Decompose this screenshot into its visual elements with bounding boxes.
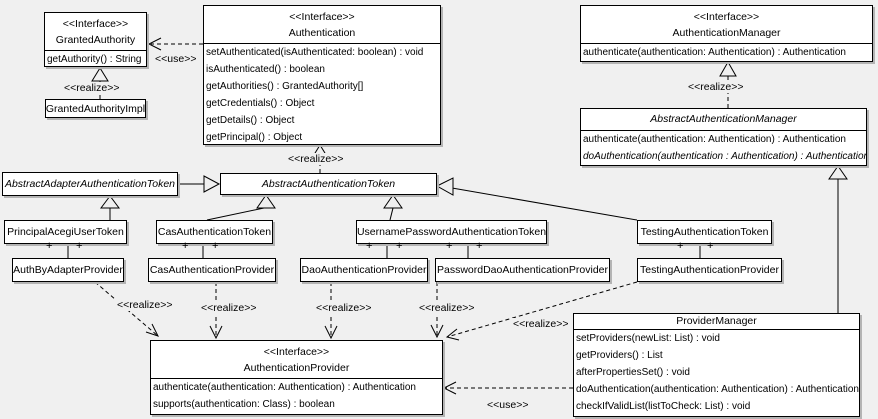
class-name: AuthenticationManager — [672, 27, 781, 39]
generalization-usernamepassword-abstracttoken — [383, 194, 403, 221]
class-cas-authentication-provider[interactable]: CasAuthenticationProvider — [148, 258, 276, 282]
multiplicity-label: + — [707, 240, 714, 252]
use-label: <<use>> — [486, 399, 530, 411]
methods-compartment: authenticate(authentication: Authenticat… — [581, 131, 866, 165]
multiplicity-label: + — [76, 240, 83, 252]
generalization-principal-abstractadapter — [100, 195, 120, 220]
class-name: PasswordDaoAuthenticationProvider — [436, 264, 608, 276]
method: getAuthority() : String — [47, 54, 142, 65]
realize-label: <<realize>> — [63, 82, 121, 94]
method: getAuthorities() : GrantedAuthority[] — [206, 81, 364, 92]
methods-compartment: authenticate(authentication: Authenticat… — [581, 44, 872, 61]
method: doAuthentication(authentication: Authent… — [576, 384, 859, 395]
realize-label: <<realize>> — [418, 302, 476, 314]
realize-passworddao-authenticationprovider — [430, 282, 444, 339]
multiplicity-label: + — [677, 240, 684, 252]
realize-label: <<realize>> — [200, 302, 258, 314]
methods-compartment: authenticate(authentication: Authenticat… — [151, 379, 442, 413]
class-authentication[interactable]: <<Interface>> Authentication setAuthenti… — [203, 5, 441, 145]
realize-label: <<realize>> — [315, 302, 373, 314]
class-name: AbstractAuthenticationManager — [581, 109, 866, 131]
use-authentication-grantedauthority — [147, 37, 203, 51]
realize-label: <<realize>> — [687, 81, 745, 93]
generalization-testing-abstracttoken — [435, 177, 638, 221]
method: getPrincipal() : Object — [206, 132, 303, 143]
class-abstract-adapter-authentication-token[interactable]: AbstractAdapterAuthenticationToken — [2, 172, 178, 196]
stereotype-label: <<Interface>> — [693, 11, 760, 23]
class-title: <<Interface>> AuthenticationProvider — [151, 341, 442, 379]
method: authenticate(authentication: Authenticat… — [583, 134, 846, 145]
generalization-abstractadapter-abstracttoken — [178, 175, 221, 193]
realize-authbyadapter-authenticationprovider — [94, 281, 159, 337]
class-name: Authentication — [288, 27, 356, 39]
method: getCredentials() : Object — [206, 98, 315, 109]
class-name: TestingAuthenticationToken — [640, 226, 769, 238]
multiplicity-label: + — [396, 240, 403, 252]
use-label: <<use>> — [154, 53, 198, 65]
class-name: CasAuthenticationToken — [157, 226, 272, 238]
class-name: UsernamePasswordAuthenticationToken — [357, 226, 546, 238]
class-testing-authentication-token[interactable]: TestingAuthenticationToken — [637, 220, 772, 244]
method: setProviders(newList: List) : void — [576, 333, 720, 344]
class-title: <<Interface>> AuthenticationManager — [581, 6, 872, 44]
class-name: GrantedAuthority — [55, 34, 136, 46]
stereotype-label: <<Interface>> — [289, 11, 355, 23]
methods-compartment: setAuthenticated(isAuthenticated: boolea… — [204, 44, 440, 146]
class-granted-authority[interactable]: <<Interface>> GrantedAuthority getAuthor… — [44, 12, 147, 67]
realize-label: <<realize>> — [116, 299, 174, 311]
realize-label: <<realize>> — [512, 318, 570, 330]
method: supports(authentication: Class) : boolea… — [153, 399, 335, 410]
class-testing-authentication-provider[interactable]: TestingAuthenticationProvider — [637, 258, 782, 282]
multiplicity-label: + — [446, 240, 453, 252]
class-name: AuthenticationProvider — [243, 362, 350, 374]
class-abstract-authentication-token[interactable]: AbstractAuthenticationToken — [220, 173, 437, 195]
method: getDetails() : Object — [206, 115, 295, 126]
class-password-dao-authentication-provider[interactable]: PasswordDaoAuthenticationProvider — [435, 258, 610, 282]
class-name: AbstractAdapterAuthenticationToken — [4, 178, 176, 190]
realize-label: <<realize>> — [287, 153, 345, 165]
class-name: PrincipalAcegiUserToken — [7, 226, 124, 238]
class-username-password-authentication-token[interactable]: UsernamePasswordAuthenticationToken — [356, 220, 547, 244]
class-name: CasAuthenticationProvider — [149, 264, 275, 276]
method: authenticate(authentication: Authenticat… — [153, 382, 416, 393]
multiplicity-label: + — [46, 240, 53, 252]
stereotype-label: <<Interface>> — [263, 346, 330, 358]
method: afterPropertiesSet() : void — [576, 367, 690, 378]
method: getProviders() : List — [576, 350, 663, 361]
class-name: AuthByAdapterProvider — [13, 264, 123, 276]
class-authentication-manager[interactable]: <<Interface>> AuthenticationManager auth… — [580, 5, 873, 62]
class-auth-by-adapter-provider[interactable]: AuthByAdapterProvider — [12, 258, 124, 282]
class-title: <<Interface>> GrantedAuthority — [45, 13, 146, 51]
class-principal-acegi-user-token[interactable]: PrincipalAcegiUserToken — [4, 220, 127, 244]
methods-compartment: setProviders(newList: List) : void getPr… — [574, 330, 859, 415]
class-abstract-authentication-manager[interactable]: AbstractAuthenticationManager authentica… — [580, 108, 867, 166]
method: isAuthenticated() : boolean — [206, 64, 325, 75]
class-name: ProviderManager — [574, 314, 859, 330]
methods-compartment: getAuthority() : String — [45, 51, 146, 68]
generalization-cas-abstracttoken — [206, 194, 276, 221]
class-provider-manager[interactable]: ProviderManager setProviders(newList: Li… — [573, 313, 860, 417]
multiplicity-label: + — [366, 240, 373, 252]
use-providermanager-authenticationprovider — [442, 381, 573, 395]
multiplicity-label: + — [182, 240, 189, 252]
class-dao-authentication-provider[interactable]: DaoAuthenticationProvider — [300, 258, 428, 282]
class-name: DaoAuthenticationProvider — [301, 264, 427, 276]
method: checkIfValidList(listToCheck: List) : vo… — [576, 401, 751, 412]
class-name: AbstractAuthenticationToken — [261, 178, 396, 190]
class-name: TestingAuthenticationProvider — [640, 264, 779, 276]
stereotype-label: <<Interface>> — [62, 18, 129, 30]
realize-testing-authenticationprovider — [445, 281, 638, 341]
class-title: <<Interface>> Authentication — [204, 6, 440, 44]
class-authentication-provider[interactable]: <<Interface>> AuthenticationProvider aut… — [150, 340, 443, 415]
method: authenticate(authentication: Authenticat… — [583, 47, 846, 58]
generalization-providermanager-abstractmanager — [828, 165, 848, 313]
method: doAuthentication(authentication : Authen… — [583, 151, 866, 162]
multiplicity-label: + — [212, 240, 219, 252]
class-name: GrantedAuthorityImpl — [46, 102, 145, 115]
multiplicity-label: + — [476, 240, 483, 252]
class-cas-authentication-token[interactable]: CasAuthenticationToken — [156, 220, 273, 244]
method: setAuthenticated(isAuthenticated: boolea… — [206, 47, 424, 58]
class-granted-authority-impl[interactable]: GrantedAuthorityImpl — [45, 99, 146, 118]
